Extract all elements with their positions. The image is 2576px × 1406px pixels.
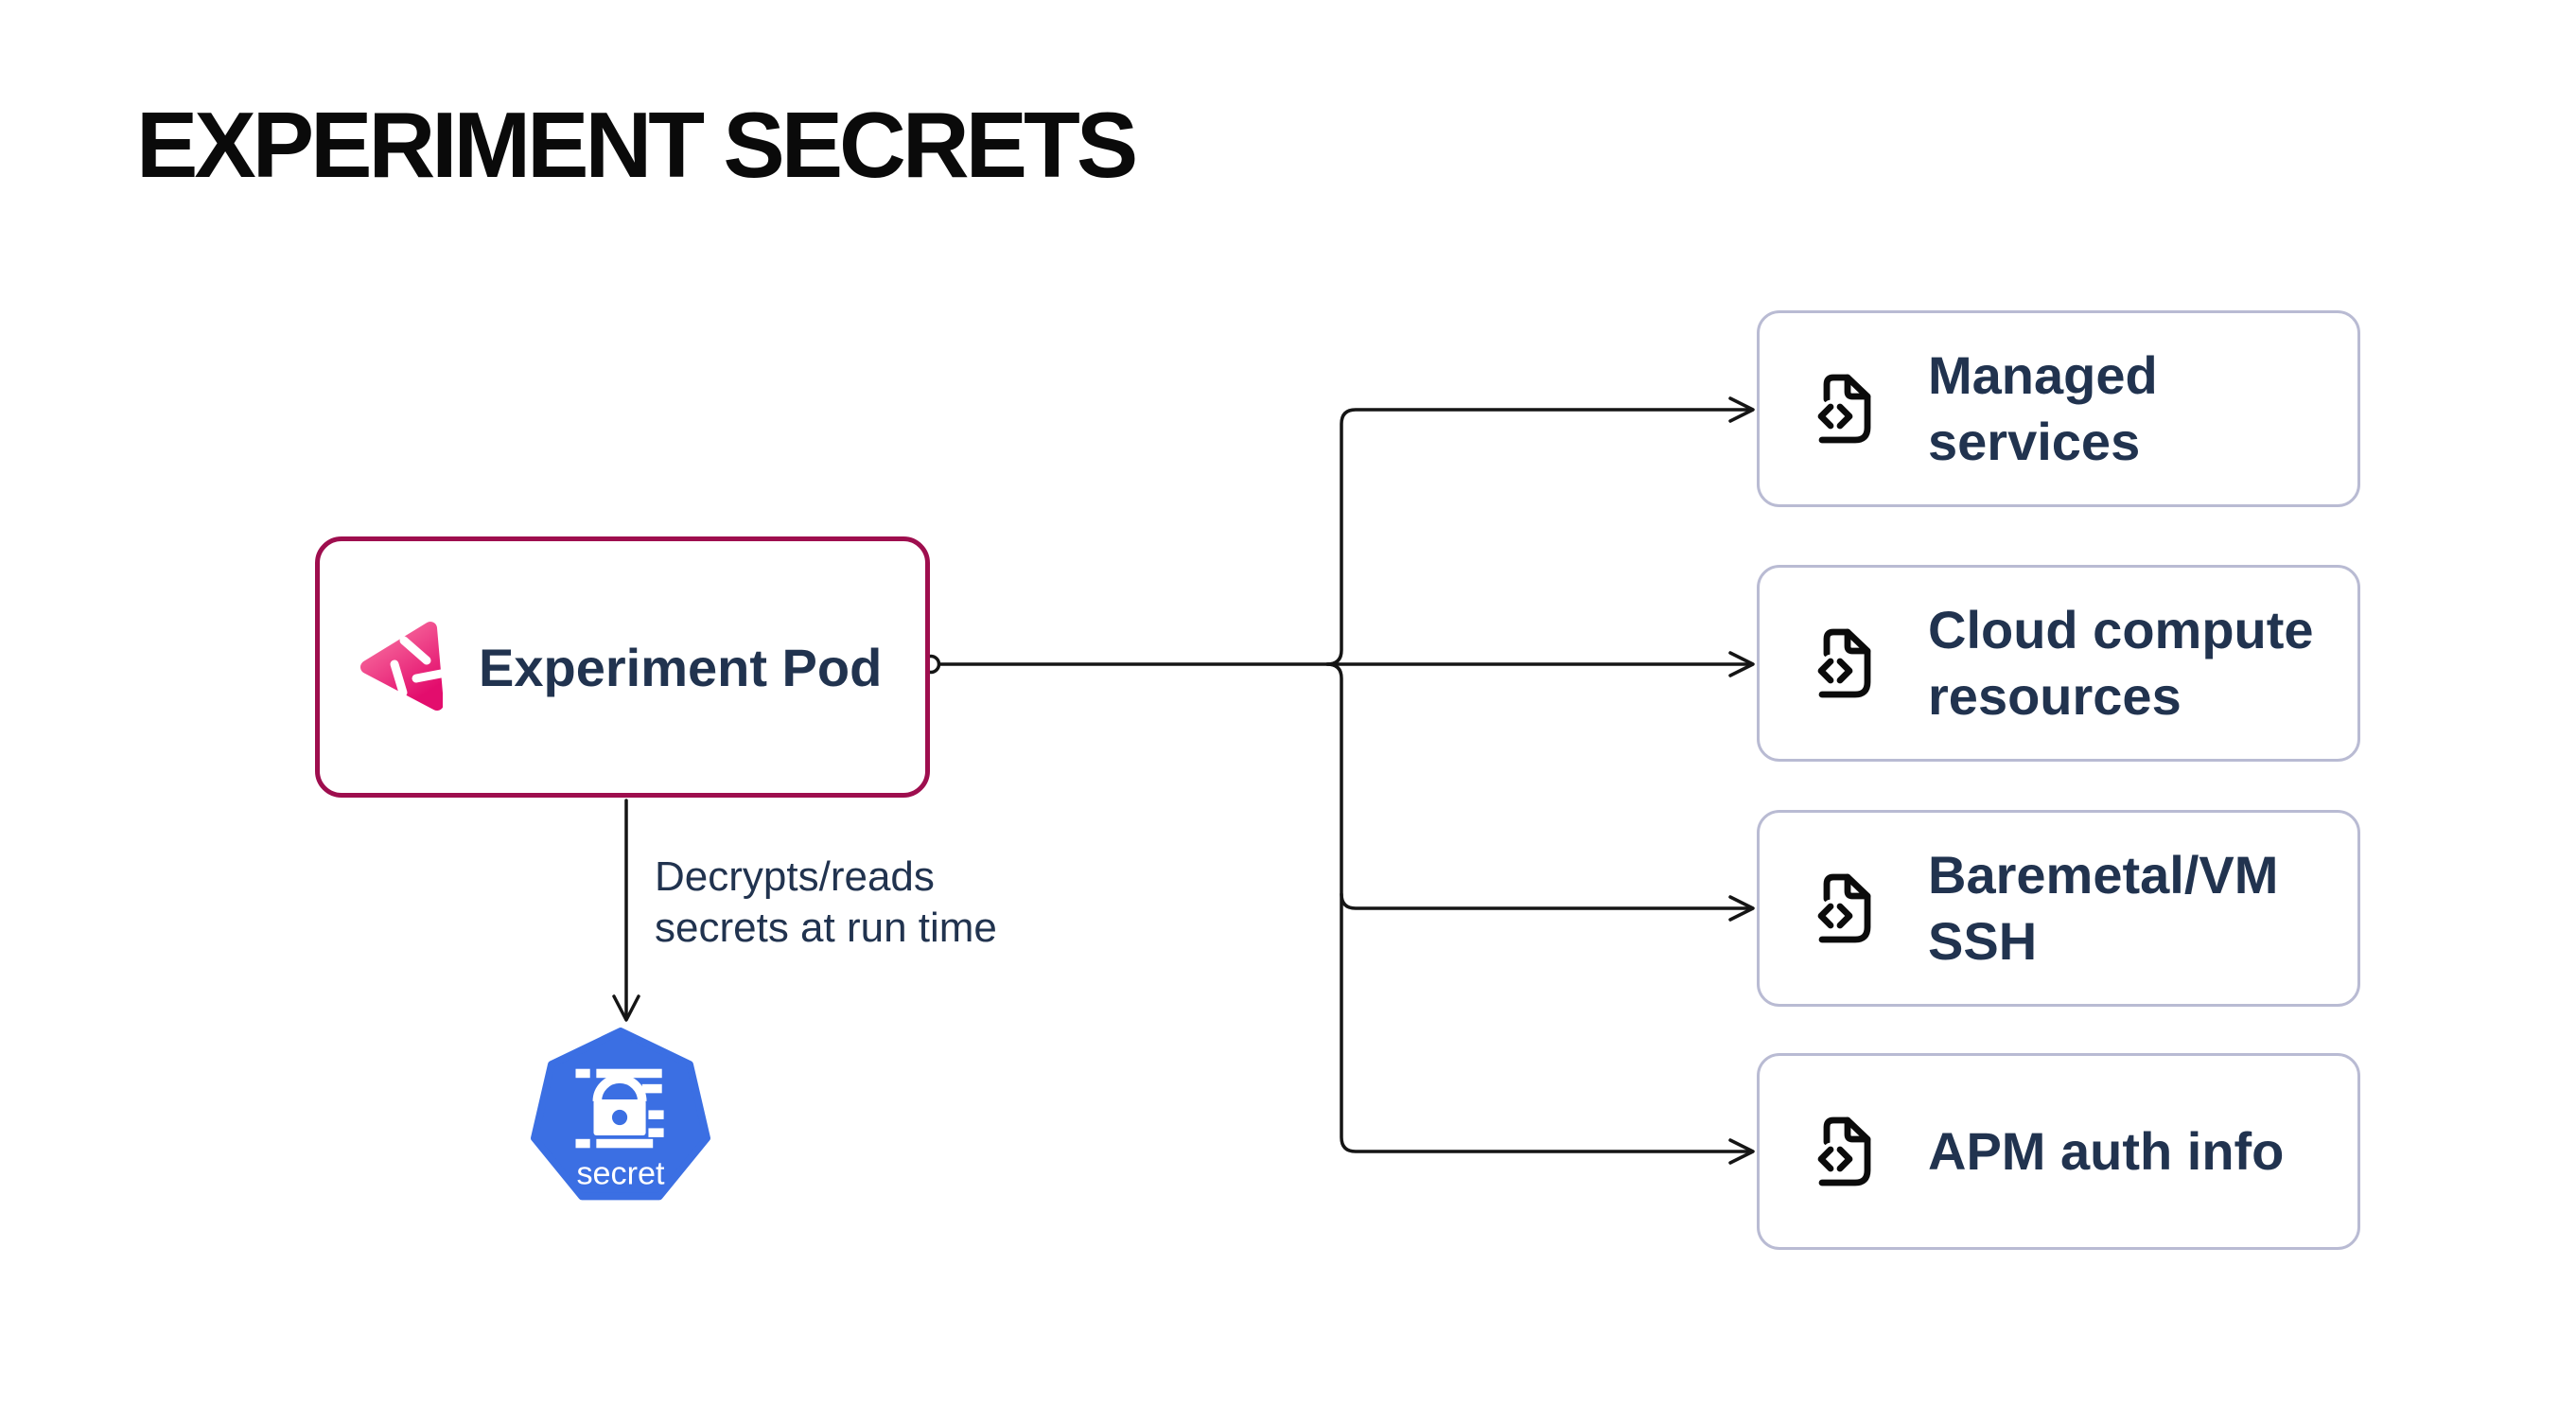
page-title: EXPERIMENT SECRETS [136, 93, 1138, 197]
arrowhead-apm-auth [1728, 1138, 1755, 1165]
edge-annotation: Decrypts/reads secrets at run time [655, 853, 997, 951]
node-managed-services: Managed services [1757, 310, 2360, 507]
kubernetes-secret-lock-icon [575, 1068, 664, 1149]
arrowhead-cloud-compute [1728, 651, 1755, 677]
target-label: Baremetal/VM SSH [1928, 845, 2279, 971]
litmus-pinwheel-triangle-icon [360, 622, 443, 711]
node-apm-auth-info: APM auth info [1757, 1053, 2360, 1250]
edge-pod-to-baremetal [1340, 892, 1752, 910]
file-code-icon [1813, 370, 1881, 448]
file-code-icon [1813, 870, 1881, 947]
arrowhead-secret [612, 994, 640, 1022]
experiment-pod-label: Experiment Pod [479, 637, 883, 697]
target-label: Managed services [1928, 345, 2158, 471]
node-experiment-pod: Experiment Pod [315, 536, 930, 798]
edge-pod-to-apm-auth [1325, 662, 1752, 1153]
file-code-icon [1813, 1113, 1881, 1190]
node-baremetal-vm-ssh: Baremetal/VM SSH [1757, 810, 2360, 1007]
arrowhead-managed-services [1728, 396, 1755, 423]
node-cloud-compute-resources: Cloud compute resources [1757, 565, 2360, 762]
target-label: Cloud compute resources [1928, 600, 2314, 726]
file-code-icon [1813, 624, 1881, 702]
edge-pod-to-managed-services [1325, 408, 1752, 666]
node-secret: secret [531, 1028, 710, 1201]
secret-label: secret [576, 1155, 665, 1191]
target-label: APM auth info [1928, 1121, 2285, 1181]
arrowhead-baremetal [1728, 895, 1755, 922]
